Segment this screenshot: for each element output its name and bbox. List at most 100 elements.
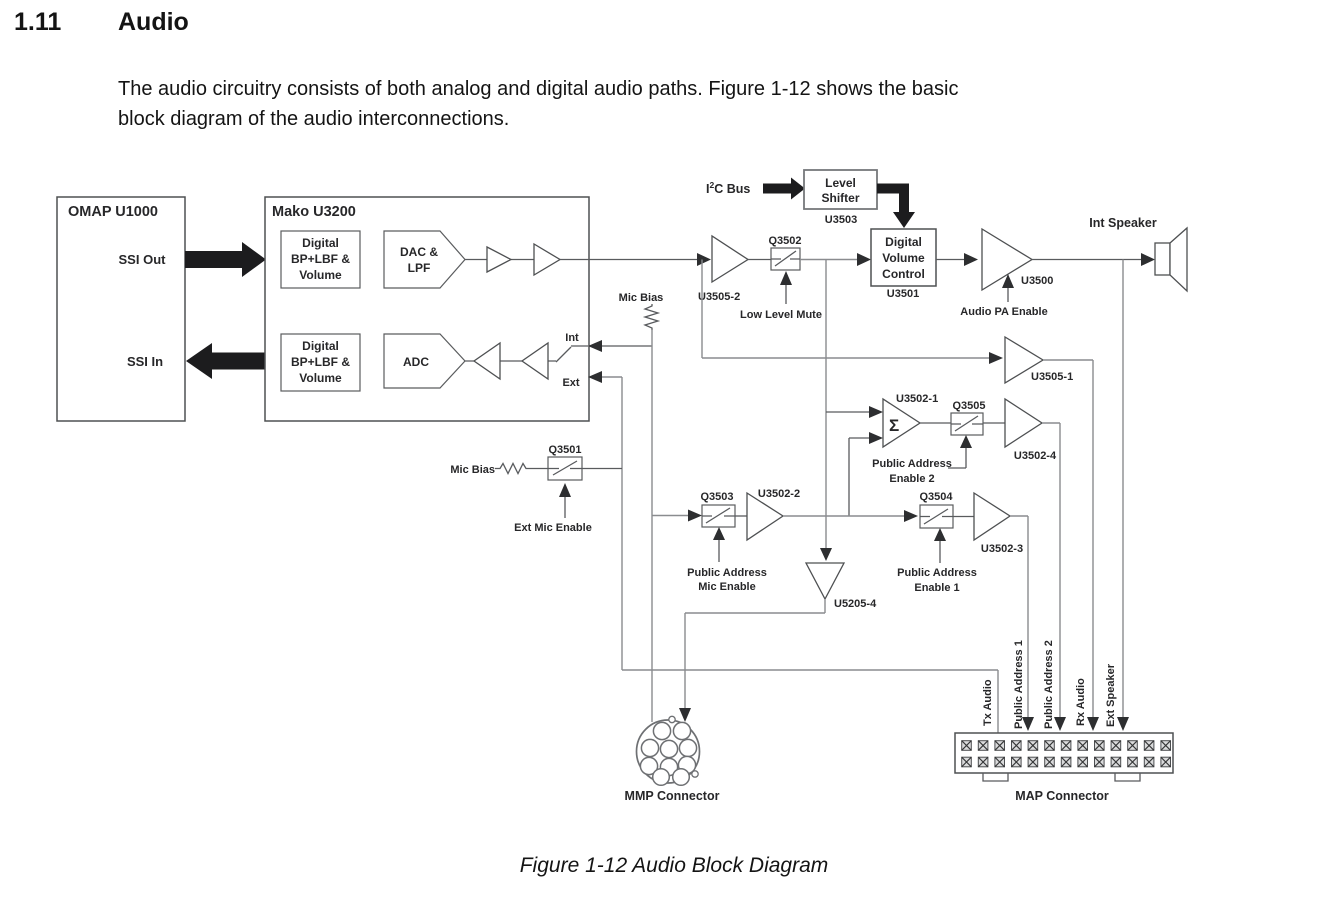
u3502-1-ref: U3502-1 — [896, 393, 938, 405]
mic-bias-routing: Mic Bias Q3501 Mic Bias Ext Mic Enable — [450, 292, 999, 733]
sum-in2-arrowhead — [869, 432, 883, 444]
q3501-ref: Q3501 — [548, 444, 581, 456]
rx-amp-1 — [472, 341, 501, 381]
low-level-mute-arrowhead — [780, 271, 792, 285]
pa-enable-2-arrowhead — [960, 435, 972, 448]
pa-mic-enable-line2: Mic Enable — [698, 581, 755, 593]
wire — [465, 345, 588, 363]
u3502-4-amp — [1004, 397, 1044, 449]
u3502-4-ref: U3502-4 — [1014, 450, 1057, 462]
pa-enable-1-arrowhead — [934, 528, 946, 541]
rx-amp-2 — [520, 341, 549, 381]
int-speaker-body — [1154, 242, 1171, 276]
tx-amp-2 — [533, 242, 562, 277]
wire — [948, 448, 967, 469]
ssi-out-arrowhead — [242, 242, 266, 277]
level-shifter-box — [803, 169, 878, 210]
pa-enable-2-line1: Public Address — [872, 458, 952, 470]
q3504-ref: Q3504 — [919, 491, 953, 503]
mic-bias-top-label: Mic Bias — [619, 292, 664, 304]
pa-mic-path: Q3503 Public Address Mic Enable U3502-2 … — [679, 488, 1034, 731]
mmp-pin — [671, 767, 691, 787]
int-input-label: Int — [565, 332, 579, 344]
u3502-1-summing-amp — [882, 397, 922, 449]
dac-lpf-line2: LPF — [408, 261, 431, 275]
u3502-3-ref: U3502-3 — [981, 543, 1023, 555]
digital-bplbf-tx-box — [280, 230, 361, 289]
q3502-switch-symbol — [771, 250, 800, 267]
wire — [701, 259, 989, 359]
body-line-2: block diagram of the audio interconnecti… — [118, 108, 510, 130]
i2c-arrow-shaft — [763, 183, 791, 194]
pin-label-tx-audio: Tx Audio — [982, 679, 994, 726]
q3502-ref: Q3502 — [768, 235, 801, 247]
sum-in1-arrowhead — [869, 406, 883, 418]
mmp-pin — [652, 721, 672, 741]
i2c-base: I — [706, 182, 709, 196]
q3503-in-arrowhead — [688, 509, 702, 522]
mmp-connector: MMP Connector — [625, 715, 720, 803]
ssi-in-arrowhead — [186, 343, 212, 379]
u3505-1-amp — [1004, 335, 1045, 385]
pa-sum-path: Σ U3502-1 Q3505 U3502-4 Public Address E… — [820, 259, 1066, 731]
u3505-1-ref: U3505-1 — [1031, 371, 1073, 383]
u5205-4-in-arrowhead — [820, 548, 832, 561]
digital-bplbf-rx-line2: BP+LBF & — [291, 355, 350, 369]
mmp-pin — [678, 738, 698, 758]
pa-enable-1-line1: Public Address — [897, 567, 977, 579]
adc-block — [383, 333, 466, 389]
digital-bplbf-tx-line1: Digital — [302, 236, 339, 250]
dvc-line2: Volume — [882, 251, 925, 265]
low-level-mute-label: Low Level Mute — [740, 309, 822, 321]
ls-elbow-h — [877, 183, 904, 194]
map-key-tab-right — [1114, 773, 1141, 782]
q3503-switch-symbol — [702, 507, 735, 524]
digital-volume-control-box — [870, 228, 937, 287]
mic-bias-resistor — [642, 304, 661, 330]
ls-down-arrowhead — [893, 212, 915, 228]
rx-audio-wire — [1043, 359, 1094, 717]
u3505-2-amp — [711, 234, 750, 284]
figure-caption: Figure 1-12 Audio Block Diagram — [519, 854, 829, 877]
dvc-in-arrowhead — [857, 253, 871, 266]
mmp-pin — [651, 767, 671, 787]
body-paragraph: The audio circuitry consists of both ana… — [118, 74, 959, 134]
map-key-tab-left — [982, 773, 1009, 782]
ssi-in-arrow-shaft — [212, 352, 281, 370]
u3500-in-arrowhead — [964, 253, 978, 266]
rx-audio-arrowhead — [1087, 717, 1099, 731]
pin-label-ext-speaker: Ext Speaker — [1105, 663, 1117, 727]
omap-title: OMAP U1000 — [68, 204, 158, 220]
q3504-switch-symbol — [920, 508, 953, 525]
mmp-in-arrowhead — [679, 708, 691, 722]
u3503-ref: U3503 — [825, 214, 857, 226]
mic-line-wire — [651, 330, 688, 722]
mmp-pin — [672, 721, 692, 741]
digital-bplbf-rx-line1: Digital — [302, 339, 339, 353]
speaker-in-arrowhead — [1141, 253, 1155, 266]
pa-mic-enable-line1: Public Address — [687, 567, 767, 579]
mako-block: Mako U3200 Digital BP+LBF & Volume Digit… — [264, 196, 602, 422]
audio-pa-enable-arrowhead — [1002, 274, 1014, 288]
mmp-connector-label: MMP Connector — [625, 789, 720, 803]
main-audio-path: U3505-2 Q3502 Low Level Mute Digital Vol… — [560, 216, 1188, 731]
u3502-2-ref: U3502-2 — [758, 488, 800, 500]
pa2-arrowhead — [1054, 717, 1066, 731]
mmp-pin — [659, 739, 679, 759]
map-connector: MAP Connector Tx Audio Public Address 1 … — [954, 640, 1174, 803]
level-shifter-line2: Shifter — [821, 191, 859, 205]
pin-label-rx-audio: Rx Audio — [1075, 678, 1087, 726]
mmp-audio-wire — [684, 599, 826, 708]
dac-lpf-block — [383, 230, 466, 289]
pa2-wire — [1042, 422, 1061, 717]
ext-tx-audio-wire — [602, 376, 999, 733]
section-title: Audio — [118, 8, 189, 36]
ls-elbow-v — [899, 183, 909, 213]
mmp-pin — [640, 738, 660, 758]
body-line-1: The audio circuitry consists of both ana… — [118, 78, 959, 100]
mic-bias-resistor-h — [495, 462, 548, 475]
rx-audio-path: U3505-1 — [701, 259, 1099, 731]
map-connector-label: MAP Connector — [1015, 789, 1109, 803]
ssi-out-label: SSI Out — [119, 252, 167, 267]
